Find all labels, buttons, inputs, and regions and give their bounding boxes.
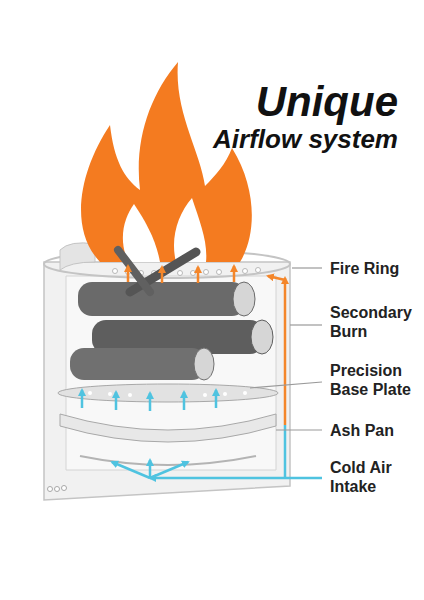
- bottom-bowl: [80, 456, 256, 465]
- part-label: Ash Pan: [330, 421, 422, 440]
- part-label: Cold Air Intake: [330, 458, 422, 496]
- secondary-burn-flow: [128, 266, 285, 425]
- intake-holes: [48, 486, 67, 492]
- leader-lines: [250, 268, 322, 430]
- part-label: Precision Base Plate: [330, 361, 422, 399]
- part-label: Fire Ring: [330, 259, 422, 278]
- flame: [81, 62, 252, 262]
- logs: [70, 250, 273, 380]
- flame-gap: [123, 204, 160, 262]
- part-label: Secondary Burn: [330, 303, 422, 341]
- diagram-title: Unique Airflow system: [193, 80, 398, 154]
- base-plate: [58, 384, 278, 402]
- ash-pan: [60, 414, 276, 442]
- body-shell: [44, 262, 290, 500]
- base-plate-holes: [88, 391, 247, 397]
